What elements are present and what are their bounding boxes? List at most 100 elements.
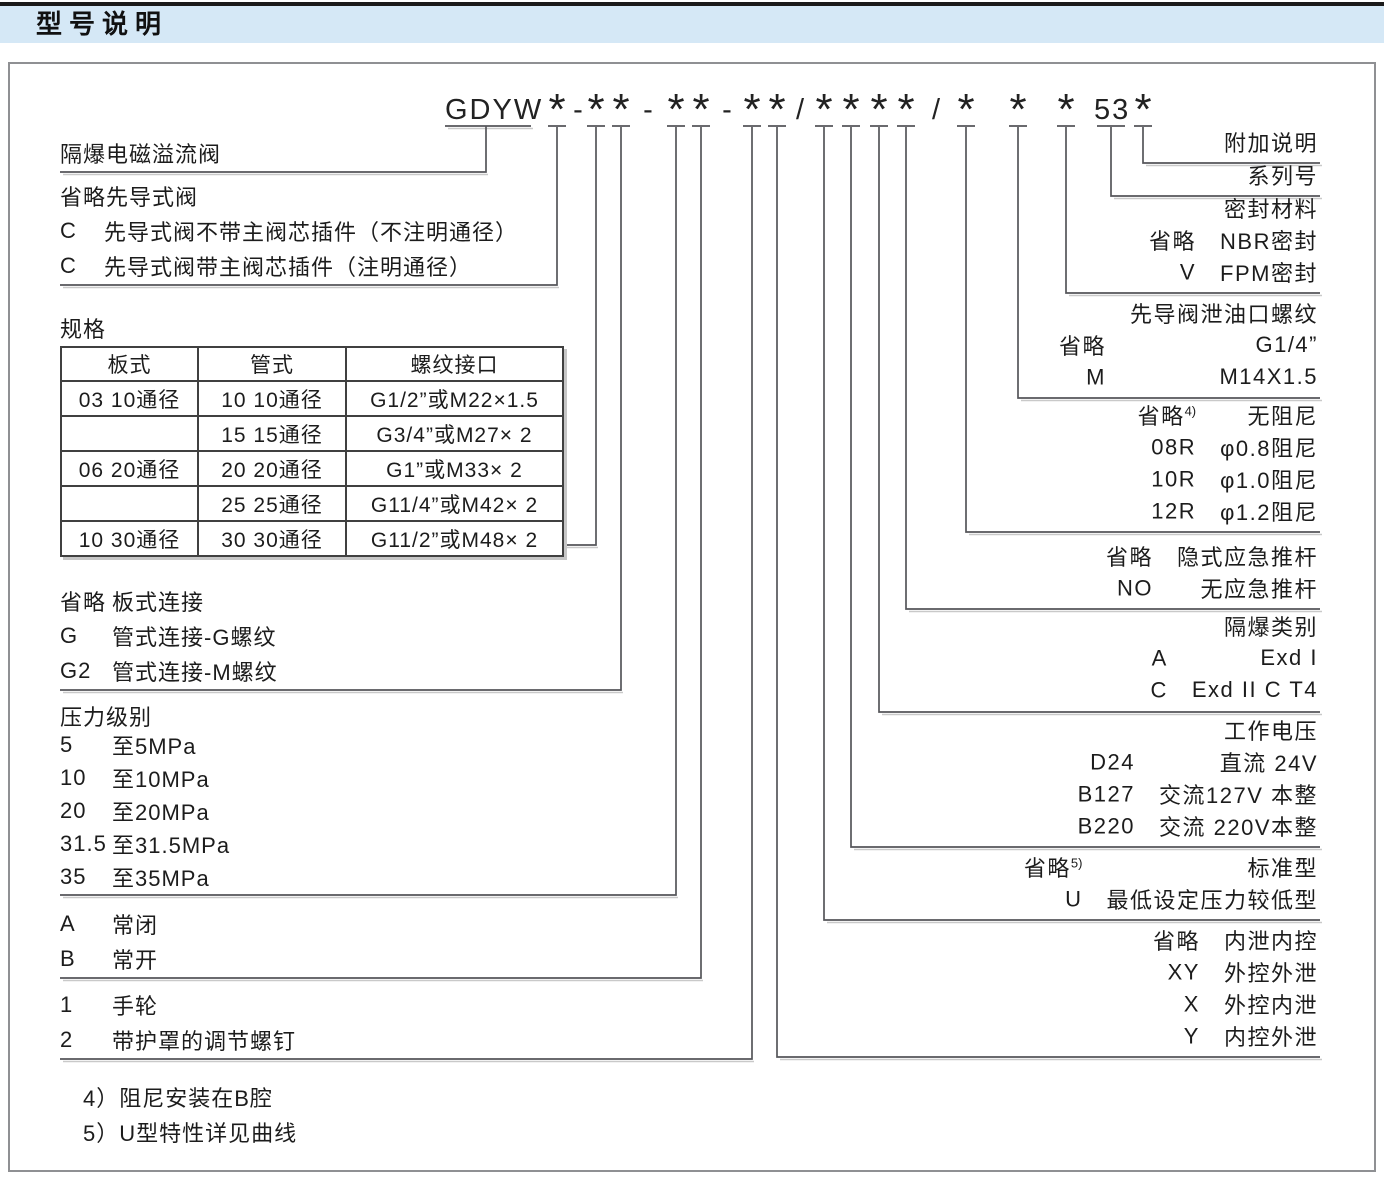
code-asterisk: * [815,85,833,134]
row-code [1078,714,1159,746]
code-asterisk: * [1134,85,1152,134]
row-code: 省略 [1153,924,1224,956]
list-row: 省略板式连接 [60,583,278,618]
spec-cell: G1”或M33× 2 [345,450,564,487]
row-code: 08R [1138,431,1221,463]
row-code-text: D24 [1090,749,1135,775]
row-code-text: 12R [1151,498,1197,524]
spec-cell: 15 15通径 [197,415,347,452]
row-code: 省略 [1149,224,1220,256]
row-code-text: NO [1116,575,1153,601]
row-code: 5 [60,731,74,757]
code-separator: / [931,94,941,126]
spec-cell: G3/4”或M27× 2 [345,415,564,452]
code-asterisk: * [743,85,761,134]
row-desc: 交流127V 本整 [1159,783,1318,808]
row-code: U [1024,883,1107,915]
page-title: 型号说明 [36,9,169,39]
spec-header-row: 板式管式螺纹接口 [60,346,564,382]
row-code [1149,192,1220,224]
row-desc: φ1.2阻尼 [1220,500,1318,525]
row-code: X [1153,988,1224,1020]
row-desc: 直流 24V [1219,751,1318,776]
spec-cell [60,485,199,522]
spec-cell: 03 10通径 [60,380,199,417]
row-desc: Exd II C T4 [1191,677,1318,702]
content-panel [8,62,1376,1172]
row-code-text: 10R [1151,466,1197,492]
row-desc: φ1.0阻尼 [1220,468,1318,493]
row-code-text: V [1179,259,1197,285]
row-desc: M14X1.5 [1219,364,1318,389]
row-desc: 隐式应急推杆 [1176,545,1318,570]
row-code-text: XY [1167,959,1200,985]
spec-col-header: 管式 [197,346,347,382]
row-desc: 无应急推杆 [1200,577,1318,602]
row-desc: φ0.8阻尼 [1220,436,1318,461]
row-desc: 管式连接-M螺纹 [112,659,278,685]
footnote-4: 4）阻尼安装在B腔 [83,1086,273,1111]
row-desc: 管式连接-G螺纹 [112,624,277,650]
row-desc: 板式连接 [112,589,205,615]
row-desc: 至31.5MPa [112,832,231,858]
row-code-text: X [1183,991,1200,1017]
list-row: 省略先导式阀 [60,178,518,213]
list-row: 省略内泄内控 [1153,924,1318,956]
code-asterisk: * [897,85,915,134]
row-code: XY [1153,956,1224,988]
row-code: 1 [60,991,74,1017]
row-code-text: 省略 [1149,229,1197,254]
row-desc: 至35MPa [112,865,210,891]
row-code-text: 省略 [1023,856,1071,881]
product-name-label: 隔爆电磁溢流阀 [60,142,222,167]
row-code [1059,297,1130,329]
code-prefix: GDYW [445,94,544,126]
spec-cell: 06 20通径 [60,450,199,487]
spec-label: 规格 [60,317,107,342]
row-desc: 工作电压 [1223,719,1318,744]
spec-col-header: 板式 [60,346,199,382]
code-asterisk: * [548,85,566,134]
spec-cell: 30 30通径 [197,520,347,557]
row-code: M [1059,361,1130,393]
row-code: G2 [60,657,92,683]
spec-cell: 20 20通径 [197,450,347,487]
code-asterisk: * [587,85,605,134]
row-desc: 隔爆类别 [1223,615,1318,640]
code-asterisk: * [1057,85,1075,134]
row-code: V [1149,256,1220,288]
row-desc: 内控外泄 [1223,1025,1318,1050]
code-asterisk: * [667,85,685,134]
list-row: 省略5)标准型 [1024,851,1318,883]
row-desc: 常闭 [112,912,159,938]
row-code: A [60,910,76,936]
row-code: C [60,217,77,243]
row-code [1223,159,1247,191]
row-code-text: U [1065,886,1083,912]
list-row: NO 无应急推杆 [1106,572,1318,604]
row-code: 省略 [1059,329,1130,361]
row-code: 20 [60,797,87,823]
list-row: 省略隐式应急推杆 [1106,540,1318,572]
row-code-text: B127 [1077,781,1135,807]
row-code-text: Y [1183,1023,1200,1049]
list-row: 工作电压 [1078,714,1318,746]
row-desc: 系列号 [1247,164,1318,189]
